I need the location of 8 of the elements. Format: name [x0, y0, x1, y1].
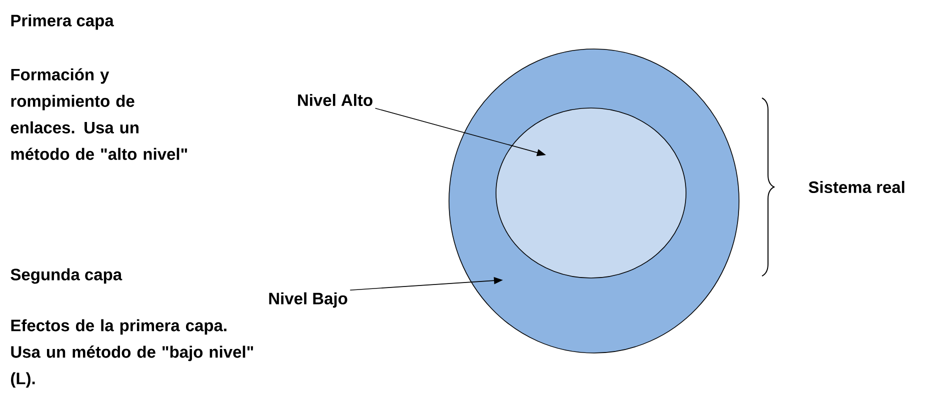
description: Formación y rompimiento de enlaces. Usa un método de "alto nivel": [10, 68, 188, 160]
layer-ellipse: [496, 108, 686, 278]
heading: Segunda capa: [10, 268, 122, 284]
level-label: Nivel Bajo: [269, 292, 348, 308]
level-label: Nivel Alto: [298, 94, 372, 106]
brace-label: Sistema real: [808, 180, 904, 194]
description: Efectos de la primera capa. Usa un método de "bajo nivel" (L).: [11, 319, 254, 388]
heading: Primera capa: [11, 14, 114, 30]
